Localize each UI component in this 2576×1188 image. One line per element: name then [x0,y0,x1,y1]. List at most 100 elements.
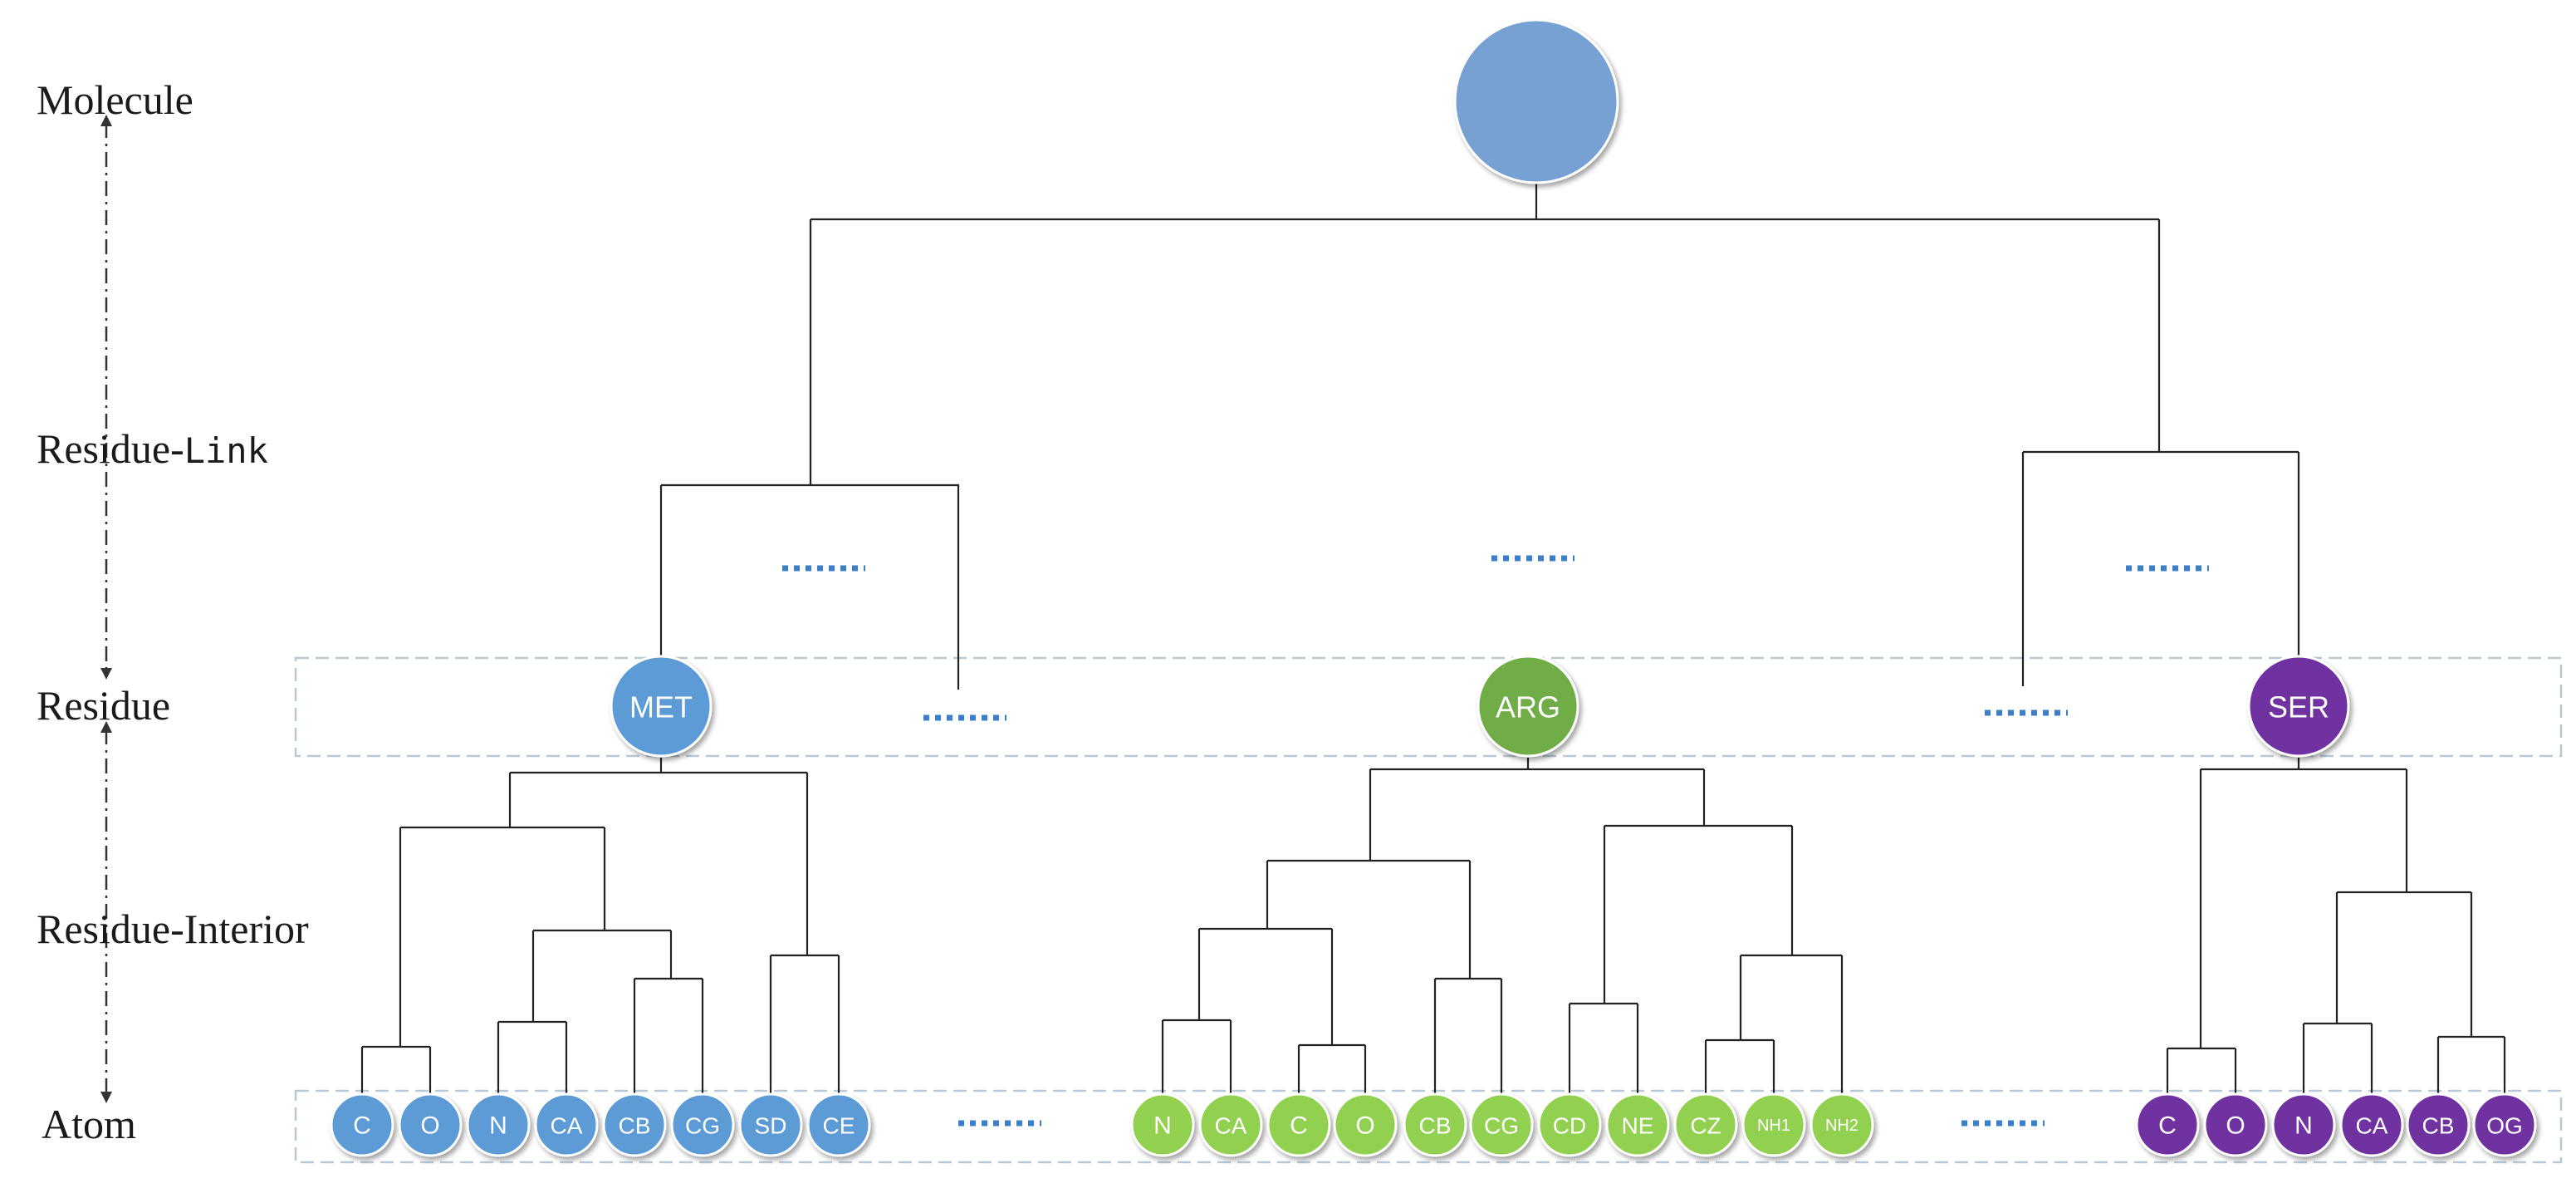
atom-node-arg-ne-label: NE [1622,1113,1654,1139]
atom-node-arg-o: O [1333,1092,1398,1157]
atom-node-ser-n-circle [2271,1092,2336,1157]
atom-node-arg-cz-circle [1673,1092,1738,1157]
atom-node-arg-o-circle [1333,1092,1398,1157]
level-label-molecule: Molecule [37,76,193,123]
atom-node-met-o-label: O [420,1112,439,1140]
atom-node-met-sd-label: SD [755,1113,787,1139]
atom-node-ser-o-label: O [2226,1112,2245,1140]
ellipsis-markers [782,555,2209,1127]
atom-node-met-n: N [466,1092,531,1157]
atom-node-arg-cz: CZ [1673,1092,1738,1157]
residue-node-met-label: MET [629,690,693,724]
atom-node-met-n-label: N [489,1112,507,1140]
atom-node-arg-cd-circle [1537,1092,1602,1157]
atom-node-arg-ne: NE [1605,1092,1670,1157]
atom-node-arg-nh1-label: NH1 [1757,1117,1790,1135]
atom-node-arg-cb: CB [1403,1092,1467,1157]
atom-node-met-cb: CB [602,1092,667,1157]
molecule-node [1453,18,1619,184]
nodes-layer: MET C O N CA CB CG SD CE ARG N CA C O CB CG CD NE CZ NH1 NH2… [330,18,2537,1157]
atom-node-ser-cb-label: CB [2422,1113,2455,1139]
arg-interior-tree [1161,758,1844,1105]
atom-node-ser-o-circle [2203,1092,2268,1157]
atom-node-arg-n: N [1130,1092,1195,1157]
atom-node-arg-nh1: NH1 [1741,1092,1806,1157]
atom-node-ser-ca-circle [2339,1092,2404,1157]
atom-node-met-sd-circle [738,1092,803,1157]
atom-node-met-n-circle [466,1092,531,1157]
atom-node-arg-cg-circle [1469,1092,1534,1157]
atom-node-ser-cb: CB [2406,1092,2471,1157]
residue-node-arg-circle [1477,655,1579,758]
atom-node-met-ca: CA [534,1092,599,1157]
ser-interior-tree [2166,758,2506,1105]
residue-node-arg: ARG [1477,655,1579,758]
atom-node-met-sd: SD [738,1092,803,1157]
atom-node-arg-ca-label: CA [1215,1113,1247,1139]
atom-node-arg-cb-circle [1403,1092,1467,1157]
atom-node-ser-c-circle [2135,1092,2200,1157]
residue-band [294,656,2563,758]
level-axis [100,115,112,1103]
atom-node-met-ca-circle [534,1092,599,1157]
atom-node-ser-og-label: OG [2486,1113,2523,1139]
atom-node-ser-n: N [2271,1092,2336,1157]
atom-node-arg-ne-circle [1605,1092,1670,1157]
atom-node-met-ce-label: CE [823,1113,855,1139]
atom-node-arg-ca: CA [1198,1092,1263,1157]
atom-node-arg-o-label: O [1355,1112,1374,1140]
atom-node-met-cg-label: CG [685,1113,720,1139]
atom-node-met-c: C [330,1092,394,1157]
atom-node-ser-o: O [2203,1092,2268,1157]
level-label-atom: Atom [42,1101,136,1147]
level-label-residue-link: Residue-Link [37,425,268,472]
atom-node-ser-ca: CA [2339,1092,2404,1157]
atom-node-ser-n-label: N [2294,1112,2313,1140]
atom-node-arg-c-label: C [1290,1112,1308,1140]
residue-link-tree [659,183,2300,690]
atom-node-met-o-circle [398,1092,463,1157]
atom-node-arg-cb-label: CB [1419,1113,1452,1139]
met-interior-tree [360,758,840,1105]
atom-node-arg-n-circle [1130,1092,1195,1157]
atom-node-met-ca-label: CA [551,1113,583,1139]
atom-node-arg-nh2-label: NH2 [1825,1117,1859,1135]
atom-node-met-cb-label: CB [619,1113,651,1139]
atom-node-ser-og: OG [2472,1092,2537,1157]
residue-node-arg-label: ARG [1496,690,1560,724]
atom-node-arg-n-label: N [1153,1112,1172,1140]
level-label-residue-interior: Residue-Interior [37,906,309,952]
atom-node-arg-cg: CG [1469,1092,1534,1157]
atom-node-met-ce-circle [806,1092,871,1157]
atom-node-arg-nh2: NH2 [1810,1092,1874,1157]
residue-node-ser: SER [2247,655,2350,758]
atom-node-arg-cz-label: CZ [1690,1113,1721,1139]
atom-node-ser-c: C [2135,1092,2200,1157]
atom-node-met-c-circle [330,1092,394,1157]
atom-node-ser-c-label: C [2158,1112,2177,1140]
atom-node-arg-cg-label: CG [1484,1113,1519,1139]
atom-node-met-o: O [398,1092,463,1157]
residue-node-met-circle [610,655,713,758]
level-label-residue: Residue [37,682,170,729]
atom-node-met-cg-circle [670,1092,735,1157]
atom-node-ser-og-circle [2472,1092,2537,1157]
atom-node-arg-c: C [1266,1092,1331,1157]
atom-node-met-ce: CE [806,1092,871,1157]
atom-node-ser-cb-circle [2406,1092,2471,1157]
atom-band [294,1089,2563,1164]
atom-node-arg-nh2-circle [1810,1092,1874,1157]
atom-node-arg-ca-circle [1198,1092,1263,1157]
atom-node-arg-cd-label: CD [1553,1113,1586,1139]
residue-node-met: MET [610,655,713,758]
residue-node-ser-label: SER [2268,690,2329,724]
atom-node-met-cb-circle [602,1092,667,1157]
residue-node-ser-circle [2247,655,2350,758]
atom-node-met-cg: CG [670,1092,735,1157]
atom-node-arg-cd: CD [1537,1092,1602,1157]
atom-node-arg-nh1-circle [1741,1092,1806,1157]
atom-node-ser-ca-label: CA [2356,1113,2388,1139]
molecule-node-circle [1453,18,1619,184]
atom-node-met-c-label: C [353,1112,371,1140]
